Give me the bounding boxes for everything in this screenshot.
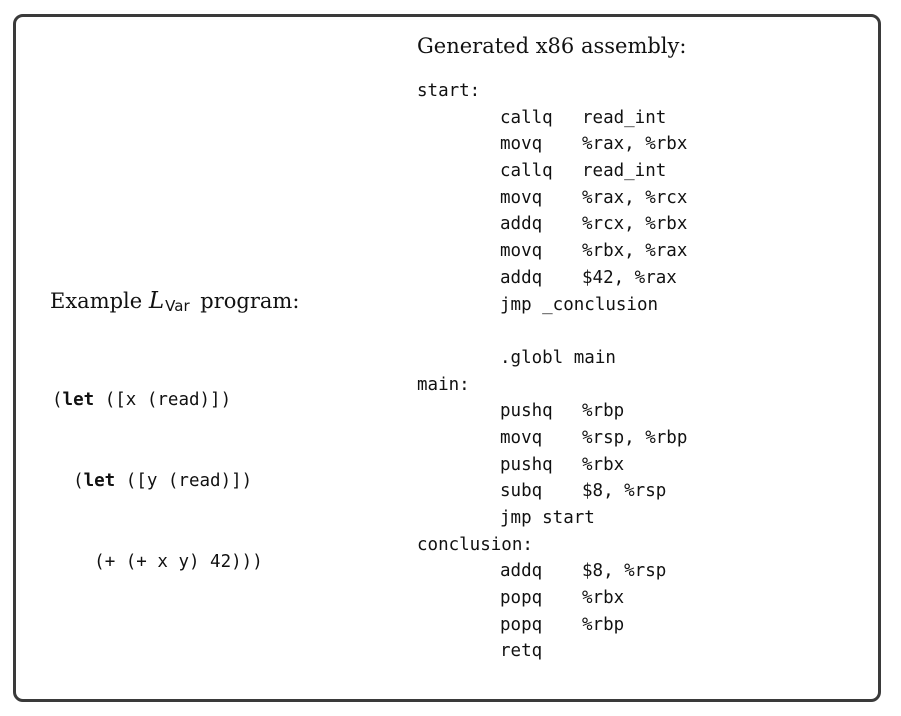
asm-instruction: movq xyxy=(500,187,543,208)
asm-operands: %rbp xyxy=(582,401,625,422)
asm-instruction: movq xyxy=(500,427,543,448)
asm-operands: %rax, %rbx xyxy=(582,134,688,155)
asm-operands: %rbx xyxy=(582,454,625,475)
asm-instruction: retq xyxy=(500,641,543,662)
asm-operands: %rbp xyxy=(582,614,625,635)
asm-operands: $42, %rax xyxy=(582,267,677,288)
heading-prefix: Example xyxy=(50,289,149,313)
asm-instruction: .globl main xyxy=(500,347,616,368)
asm-label: conclusion: xyxy=(417,534,533,555)
asm-operands: %rbx, %rax xyxy=(582,241,688,262)
asm-operands: read_int xyxy=(582,161,667,182)
program-indent: ( xyxy=(52,471,84,491)
figure-frame xyxy=(13,14,881,702)
program-keyword: let xyxy=(83,471,116,491)
program-text: (+ (+ x y) 42))) xyxy=(94,552,263,572)
program-indent: ( xyxy=(52,390,63,410)
asm-operands: %rbx xyxy=(582,588,625,609)
asm-instruction: movq xyxy=(500,134,543,155)
program-line: (let ([x (read)]) xyxy=(52,387,263,414)
program-line: (let ([y (read)]) xyxy=(52,468,263,495)
asm-instruction: jmp start xyxy=(500,508,595,528)
asm-instruction: callq xyxy=(500,107,553,128)
right-heading: Generated x86 assembly: xyxy=(417,34,687,58)
program-indent xyxy=(52,552,94,572)
asm-instruction: pushq xyxy=(500,401,553,422)
asm-instruction: popq xyxy=(500,614,543,635)
asm-operands: %rcx, %rbx xyxy=(582,214,688,235)
program-keyword: let xyxy=(62,390,95,410)
program-text: ([x (read)]) xyxy=(94,390,232,410)
asm-instruction: addq xyxy=(500,267,543,288)
asm-operands: %rax, %rcx xyxy=(582,187,688,208)
asm-instruction: jmp _conclusion xyxy=(500,294,659,315)
asm-label: main: xyxy=(417,374,470,395)
asm-operands: %rsp, %rbp xyxy=(582,427,688,448)
asm-instruction: pushq xyxy=(500,454,553,475)
program-text: ([y (read)]) xyxy=(115,471,253,491)
asm-instruction: addq xyxy=(500,561,543,582)
asm-instruction: movq xyxy=(500,241,543,262)
asm-instruction: subq xyxy=(500,481,543,502)
heading-suffix: program: xyxy=(193,289,300,313)
asm-instruction: popq xyxy=(500,588,543,609)
asm-label: start: xyxy=(417,81,481,101)
source-program: (let ([x (read)]) (let ([y (read)]) (+ (… xyxy=(52,333,263,603)
language-subscript: Var xyxy=(165,297,190,315)
left-heading: Example LVar program: xyxy=(50,288,300,315)
asm-instruction: callq xyxy=(500,161,553,182)
language-symbol: L xyxy=(148,288,165,314)
asm-operands: $8, %rsp xyxy=(582,561,667,582)
program-line: (+ (+ x y) 42))) xyxy=(52,549,263,576)
asm-operands: $8, %rsp xyxy=(582,481,667,502)
asm-operands: read_int xyxy=(582,107,667,128)
asm-instruction: addq xyxy=(500,214,543,235)
